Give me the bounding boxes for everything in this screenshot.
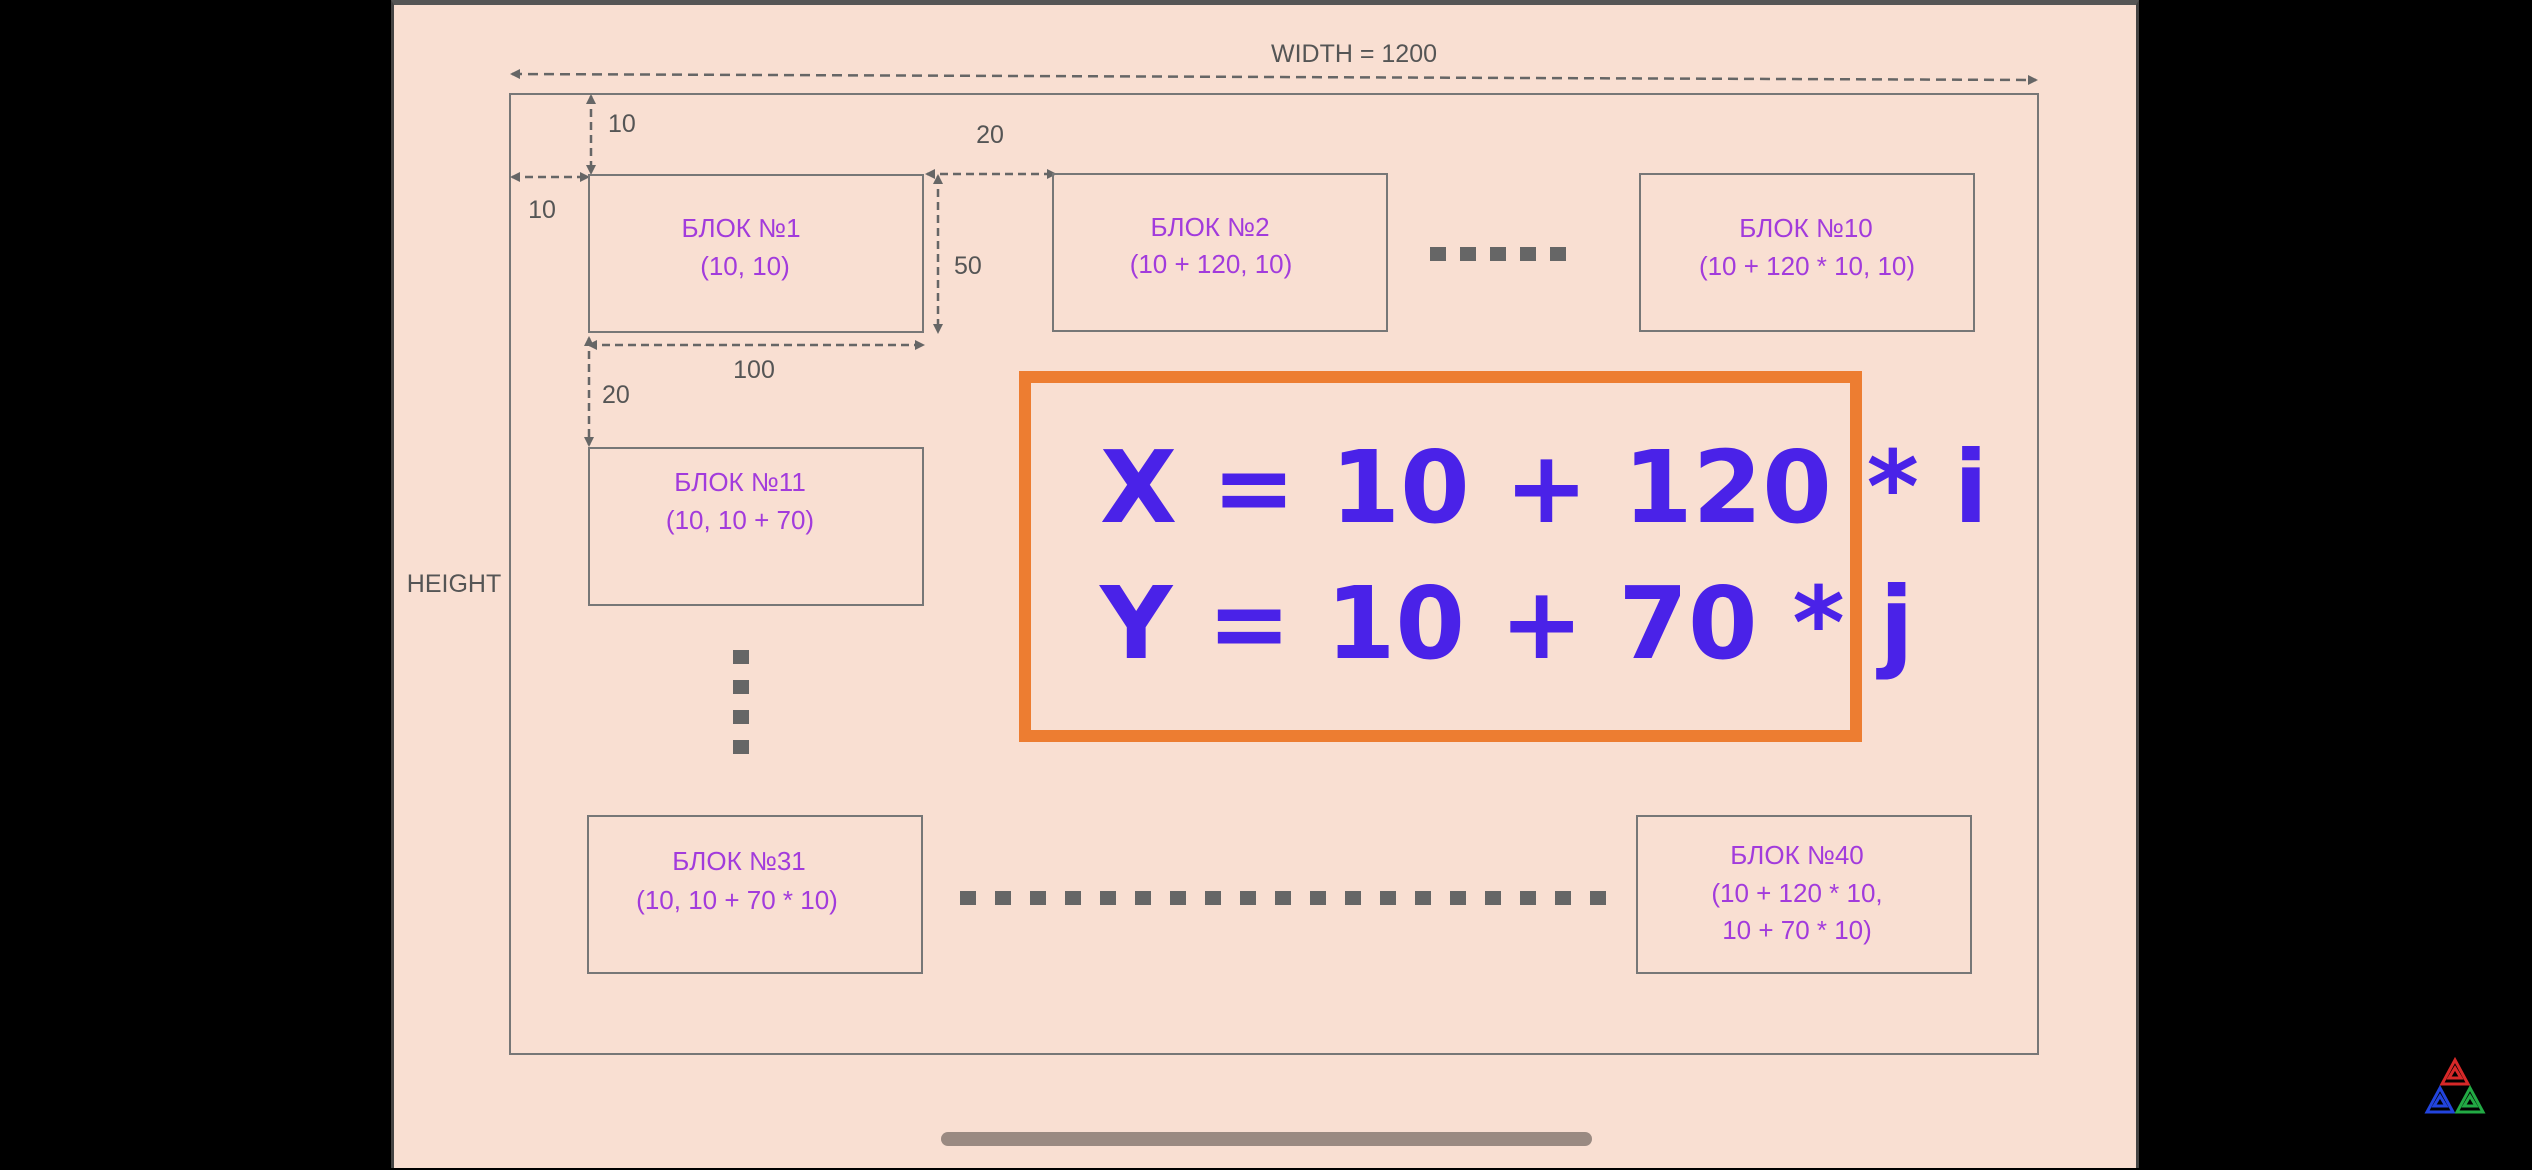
block-2-coords: (10 + 120, 10) (1130, 249, 1293, 279)
block-2 (1052, 173, 1388, 332)
block-width-label: 100 (733, 356, 775, 384)
horizontal-gap-label: 20 (976, 121, 1004, 149)
formula-y: Y = 10 + 70 * j (1099, 565, 1914, 682)
block-31-title: БЛОК №31 (672, 846, 806, 876)
block-10 (1639, 173, 1975, 332)
height-label: HEIGHT (407, 570, 501, 598)
width-label: WIDTH = 1200 (1271, 40, 1437, 68)
block-1 (588, 174, 924, 333)
block-40-title: БЛОК №40 (1730, 840, 1864, 870)
block-1-title: БЛОК №1 (681, 213, 800, 243)
width-arrow (510, 69, 2038, 85)
block-40-coords-line1: (10 + 120 * 10, (1711, 878, 1882, 908)
block-40-coords-line2: 10 + 70 * 10) (1722, 915, 1872, 945)
block-height-label: 50 (954, 252, 982, 280)
block-40 (1636, 815, 1972, 974)
formula-box (1019, 371, 1862, 742)
left-gap-label: 10 (528, 196, 556, 224)
block-31 (587, 815, 923, 974)
top-gap-label: 10 (608, 110, 636, 138)
block-2-title: БЛОК №2 (1150, 212, 1269, 242)
vertical-gap-label: 20 (602, 381, 630, 409)
block-10-coords: (10 + 120 * 10, 10) (1699, 251, 1915, 281)
block-1-coords: (10, 10) (700, 251, 790, 281)
sierpinski-logo-icon (2424, 1056, 2486, 1114)
formula-x: X = 10 + 120 * i (1100, 429, 1988, 546)
block-10-title: БЛОК №10 (1739, 213, 1873, 243)
container-outline (509, 93, 2039, 1055)
home-indicator (941, 1132, 1592, 1146)
block-31-coords: (10, 10 + 70 * 10) (636, 885, 838, 915)
block-11-coords: (10, 10 + 70) (666, 505, 814, 535)
block-11-title: БЛОК №11 (674, 467, 806, 497)
block-11 (588, 447, 924, 606)
